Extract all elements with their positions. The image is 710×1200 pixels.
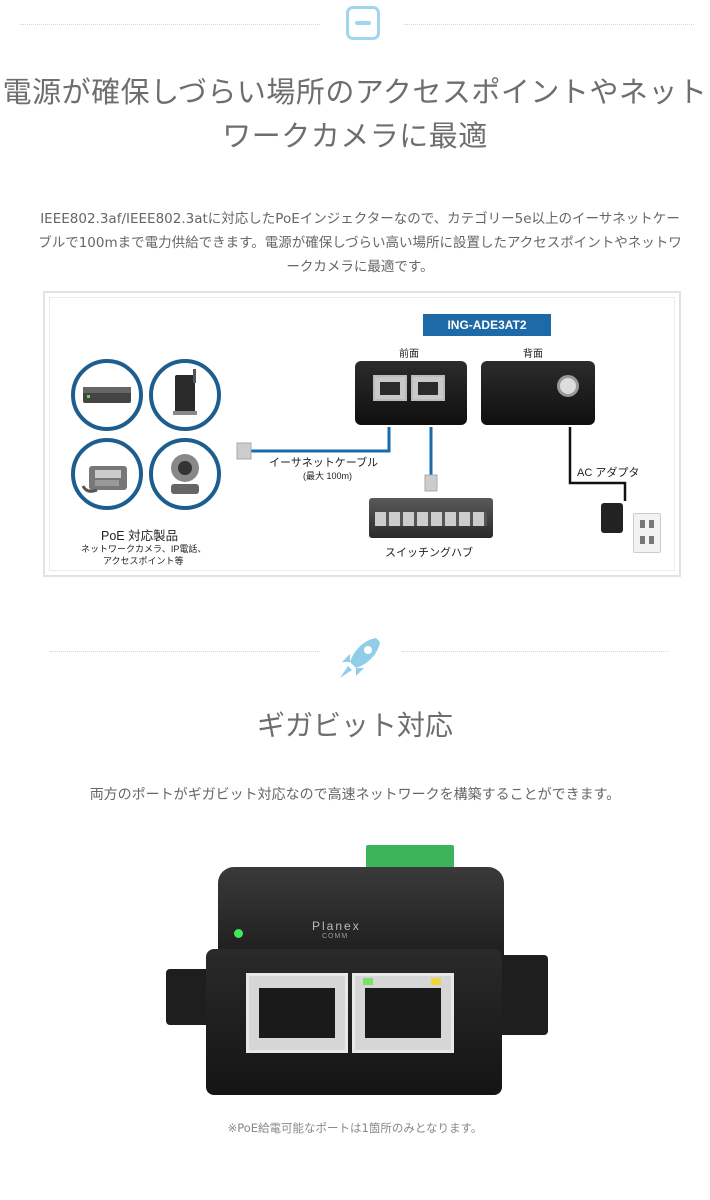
section2-heading: ギガビット対応 — [256, 709, 453, 742]
poe-port-note: ※PoE給電可能なポートは1箇所のみとなります。 — [227, 1121, 483, 1135]
product-brand-sub-label: COMM — [322, 933, 349, 940]
section1-heading-line2: ワークカメラに最適 — [222, 119, 488, 153]
connection-diagram: PoE 対応製品 ネットワークカメラ、IP電話、 アクセスポイント等 ING-A… — [43, 291, 681, 577]
product-brand-label: Planex — [312, 919, 361, 933]
wall-outlet-image — [633, 513, 661, 553]
section1-description-line1: IEEE802.3af/IEEE802.3atに対応したPoEインジェクターなの… — [40, 211, 680, 227]
switching-hub-image — [369, 498, 493, 538]
cable-label: イーサネットケーブル — [269, 457, 379, 469]
poe-products-line2: アクセスポイント等 — [103, 556, 184, 566]
poe-products-title: PoE 対応製品 — [101, 529, 179, 543]
poe-device-ip-phone-image — [71, 438, 143, 510]
poe-device-network-camera-image — [149, 438, 221, 510]
section2-divider-left — [50, 651, 320, 652]
cable-note: (最大 100m) — [303, 471, 353, 481]
ac-adapter-image — [601, 503, 623, 533]
number-one-box-icon — [346, 6, 380, 40]
poe-products-line1: ネットワークカメラ、IP電話、 — [81, 544, 207, 554]
back-label: 背面 — [523, 349, 543, 360]
section2-divider-right — [402, 651, 668, 652]
poe-device-router-image — [71, 359, 143, 431]
section2-description: 両方のポートがギガビット対応なので高速ネットワークを構築することができます。 — [89, 787, 621, 803]
injector-back-image — [481, 361, 595, 425]
product-photo: Planex COMM — [160, 845, 550, 1095]
injector-front-image — [355, 361, 467, 425]
section1-description-line3: ークカメラに最適です。 — [286, 259, 434, 275]
front-label: 前面 — [399, 349, 419, 360]
section1-heading-line1: 電源が確保しづらい場所のアクセスポイントやネット — [2, 75, 708, 109]
cable-lines — [236, 427, 627, 501]
rocket-icon — [340, 638, 380, 678]
section1-divider-right — [404, 24, 694, 25]
poe-device-access-point-image — [149, 359, 221, 431]
section1-divider-left — [20, 24, 320, 25]
model-badge: ING-ADE3AT2 — [423, 314, 551, 336]
section1-description-line2: ブルで100mまで電力供給できます。電源が確保しづらい高い場所に設置したアクセス… — [38, 235, 682, 251]
adapter-label: AC アダプタ — [577, 467, 640, 479]
hub-label: スイッチングハブ — [385, 547, 473, 559]
